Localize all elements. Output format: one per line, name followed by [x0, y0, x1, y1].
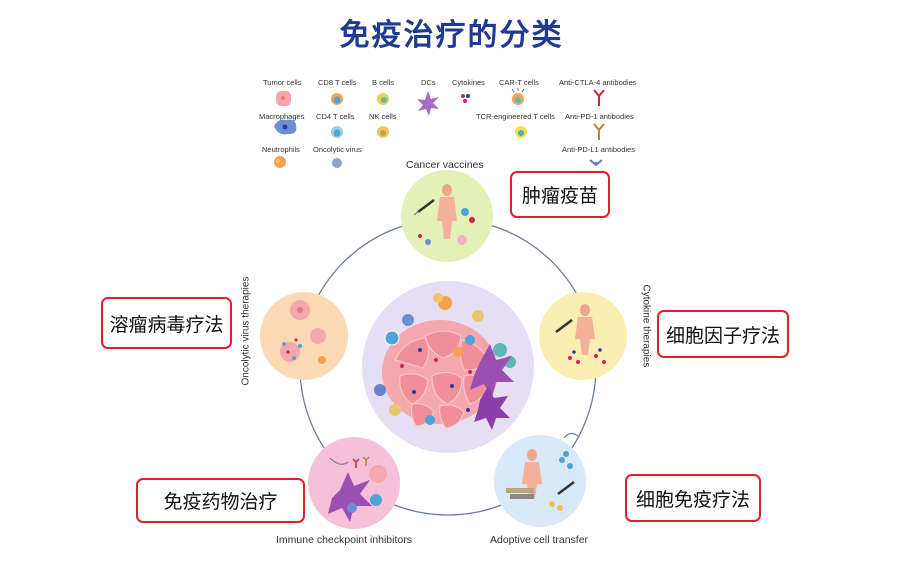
vaccine-scene-icon — [413, 184, 475, 245]
box-immune-drug: 免疫药物治疗 — [136, 478, 305, 523]
legend-nk-label: NK cells — [369, 112, 397, 121]
legend-neutro-label: Neutrophils — [262, 145, 300, 154]
legend-oncolytic-label: Oncolytic virus — [313, 145, 362, 154]
oncolytic-scene-icon — [280, 300, 326, 364]
legend-tumor-label: Tumor cells — [263, 78, 302, 87]
legend-cart-label: CAR-T cells — [499, 78, 539, 87]
legend-bcell-label: B cells — [372, 78, 395, 87]
box-cell-immunotherapy: 细胞免疫疗法 — [625, 474, 761, 522]
legend-ctla4-icon — [593, 89, 605, 106]
legend-tumor-cell-icon — [276, 91, 291, 106]
legend-dc-icon — [417, 91, 439, 116]
legend-cytokine-icon — [461, 94, 470, 103]
legend-cart-icon — [511, 88, 525, 105]
legend-macrophage-icon — [274, 119, 297, 135]
legend-oncolytic-icon — [332, 158, 342, 168]
box-oncolytic-therapy: 溶瘤病毒疗法 — [101, 297, 232, 349]
caption-cancer-vaccines: Cancer vaccines — [406, 159, 484, 171]
legend-cytokine-label: Cytokines — [452, 78, 485, 87]
caption-checkpoint-inhibitors: Immune checkpoint inhibitors — [276, 534, 412, 546]
caption-oncolytic-virus: Oncolytic virus therapies — [240, 276, 252, 386]
caption-adoptive-transfer: Adoptive cell transfer — [490, 534, 589, 546]
checkpoint-circle — [308, 437, 400, 529]
tumor-cell-cluster-icon — [374, 293, 516, 430]
legend-tcr-icon — [515, 126, 527, 138]
legend-tcr-label: TCR-engineered T cells — [476, 112, 555, 121]
legend-neutrophil-icon — [274, 156, 286, 168]
legend-pdl1-label: Anti-PD-L1 antibodies — [562, 145, 635, 154]
legend-nk-icon — [377, 126, 389, 138]
adoptive-scene-icon — [506, 449, 575, 511]
legend-cd4-label: CD4 T cells — [316, 112, 355, 121]
cytokine-scene-icon — [555, 304, 606, 364]
legend-cd8-icon — [331, 93, 343, 105]
caption-cytokine-therapies: Cytokine therapies — [640, 284, 652, 368]
legend-pdl1-icon — [589, 159, 603, 167]
legend-cd8-label: CD8 T cells — [318, 78, 357, 87]
legend-pd1-label: Anti-PD-1 antibodies — [565, 112, 634, 121]
page-title: 免疫治疗的分类 — [339, 18, 564, 53]
legend-ctla4-label: Anti-CTLA-4 antibodies — [559, 78, 637, 87]
checkpoint-scene-icon — [328, 456, 387, 522]
legend-pd1-icon — [593, 123, 605, 140]
box-tumor-vaccine: 肿瘤疫苗 — [510, 171, 610, 218]
box-cytokine-therapy: 细胞因子疗法 — [657, 310, 789, 358]
legend-macro-label: Macrophages — [259, 112, 305, 121]
legend-dc-label: DCs — [421, 78, 436, 87]
legend-cd4-icon — [331, 126, 343, 138]
legend-bcell-icon — [377, 93, 389, 105]
